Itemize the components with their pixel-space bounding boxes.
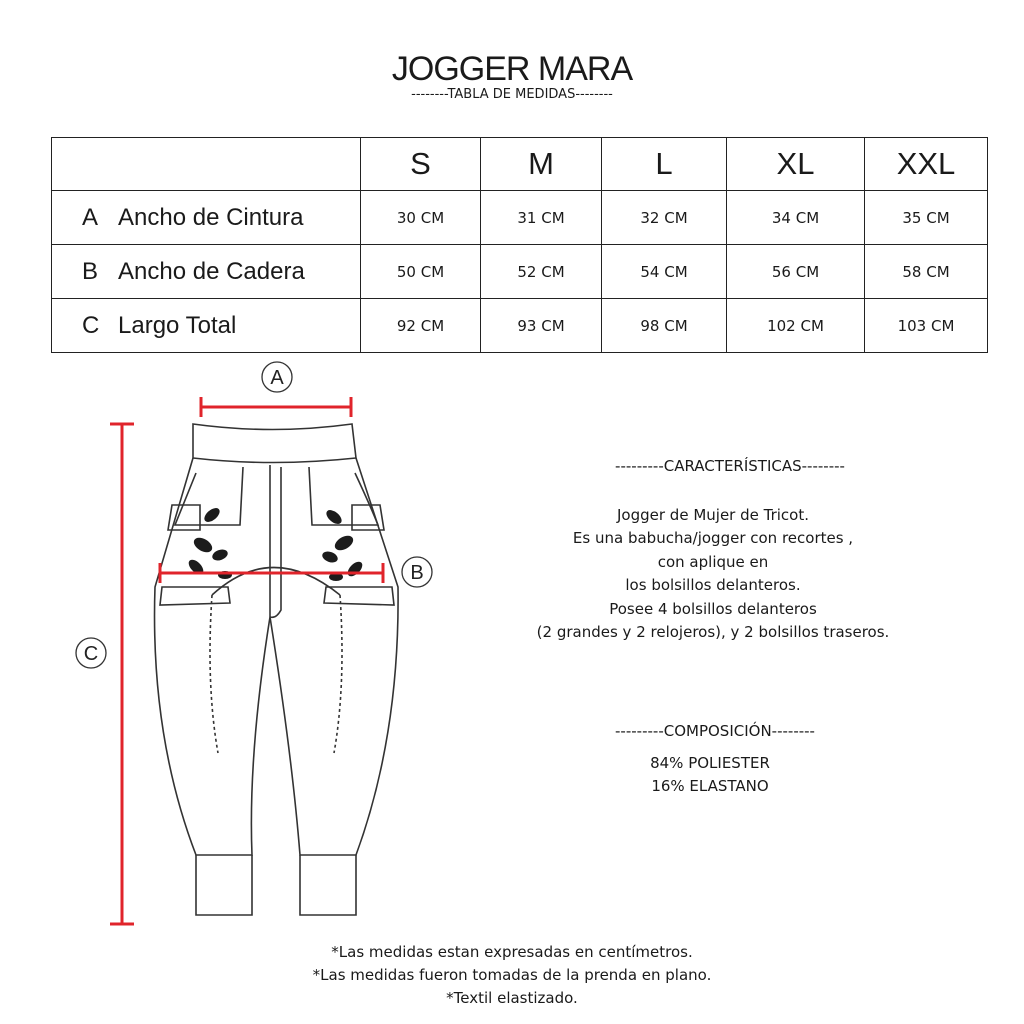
row-label-text: Ancho de Cadera <box>118 257 305 285</box>
jogger-outline <box>153 423 399 916</box>
table-cell: 32 CM <box>601 190 727 245</box>
table-cell: 98 CM <box>601 298 727 353</box>
size-header: M <box>480 137 602 191</box>
description-line: los bolsillos delanteros. <box>625 576 801 595</box>
table-cell: 54 CM <box>601 244 727 299</box>
measure-line-a <box>199 397 353 417</box>
footnote: *Las medidas fueron tomadas de la prenda… <box>312 966 712 984</box>
table-cell: 30 CM <box>360 190 481 245</box>
table-row: C Largo Total 92 CM 93 CM 98 CM 102 CM 10… <box>51 298 988 353</box>
table-cell: 34 CM <box>726 190 865 245</box>
size-header: XL <box>726 137 865 191</box>
row-label-text: Ancho de Cintura <box>118 203 304 231</box>
footnotes: *Las medidas estan expresadas en centíme… <box>0 941 1024 1010</box>
table-cell: 92 CM <box>360 298 481 353</box>
table-cell: 35 CM <box>864 190 988 245</box>
caracteristicas-text: Jogger de Mujer de Tricot. Es una babuch… <box>500 504 926 644</box>
composition-line: 84% POLIESTER <box>650 754 770 772</box>
composition-line: 16% ELASTANO <box>651 777 769 795</box>
measure-line-b <box>158 563 385 583</box>
page-title: JOGGER MARA <box>391 50 633 88</box>
table-cell: 58 CM <box>864 244 988 299</box>
row-label: C Largo Total <box>51 298 361 353</box>
description-line: con aplique en <box>657 552 769 571</box>
marker-a-label: A <box>270 367 284 389</box>
footnote: *Textil elastizado. <box>446 989 578 1007</box>
table-corner-cell <box>51 137 361 191</box>
page-subtitle: --------TABLA DE MEDIDAS-------- <box>411 87 613 102</box>
table-cell: 31 CM <box>480 190 602 245</box>
row-label: A Ancho de Cintura <box>51 190 361 245</box>
table-cell: 93 CM <box>480 298 602 353</box>
row-letter: A <box>82 203 99 231</box>
footnote: *Las medidas estan expresadas en centíme… <box>331 943 693 961</box>
table-row: A Ancho de Cintura 30 CM 31 CM 32 CM 34 C… <box>51 190 988 245</box>
row-letter: C <box>82 311 100 339</box>
size-header: S <box>360 137 481 191</box>
description-line: Jogger de Mujer de Tricot. <box>617 506 809 524</box>
composicion-heading: ---------COMPOSICIÓN-------- <box>615 722 815 740</box>
table-cell: 102 CM <box>726 298 865 353</box>
composicion-text: 84% POLIESTER 16% ELASTANO <box>520 752 900 798</box>
description-line: Es una babucha/jogger con recortes , <box>572 529 854 548</box>
description-line: Posee 4 bolsillos delanteros <box>609 599 817 618</box>
size-header: XXL <box>864 137 988 191</box>
table-header-row: S M L XL XXL <box>51 137 988 191</box>
applique-flowers <box>188 508 363 581</box>
size-table: S M L XL XXL A Ancho de Cintura 30 CM 31 … <box>51 137 988 353</box>
measure-line-c <box>110 422 134 926</box>
table-cell: 56 CM <box>726 244 865 299</box>
caracteristicas-heading: ---------CARACTERÍSTICAS-------- <box>615 457 845 475</box>
jogger-diagram: A B C <box>75 361 433 926</box>
marker-b-label: B <box>410 562 423 584</box>
marker-b: B <box>401 556 433 588</box>
row-label: B Ancho de Cadera <box>51 244 361 299</box>
table-row: B Ancho de Cadera 50 CM 52 CM 54 CM 56 CM… <box>51 244 988 299</box>
table-cell: 50 CM <box>360 244 481 299</box>
table-cell: 52 CM <box>480 244 602 299</box>
row-letter: B <box>82 257 99 285</box>
marker-c-label: C <box>84 643 98 665</box>
description-line: (2 grandes y 2 relojeros), y 2 bolsillos… <box>536 623 890 642</box>
table-cell: 103 CM <box>864 298 988 353</box>
marker-a: A <box>261 361 293 393</box>
marker-c: C <box>75 637 107 669</box>
row-label-text: Largo Total <box>118 311 237 339</box>
size-header: L <box>601 137 727 191</box>
